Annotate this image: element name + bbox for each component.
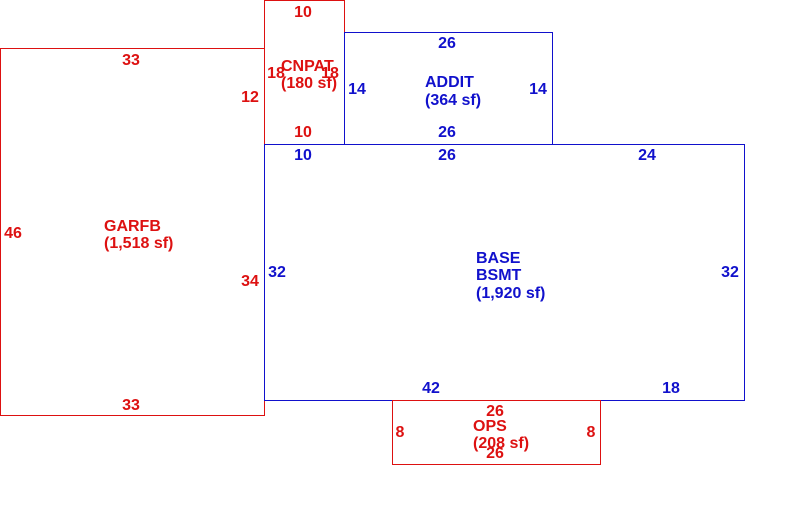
ops-top-dim: 26: [486, 403, 504, 420]
addit-area: (364 sf): [425, 92, 481, 109]
ops-code: OPS: [473, 418, 507, 435]
garfb-code: GARFB: [104, 218, 161, 235]
base-area: (1,920 sf): [476, 285, 545, 302]
base-left-dim: 32: [268, 264, 286, 281]
garfb-bottom-dim: 33: [122, 397, 140, 414]
base-top-right-dim: 24: [638, 147, 656, 164]
addit-code: ADDIT: [425, 74, 474, 91]
ops-area: (208 sf): [473, 435, 529, 452]
cnpat-area: (180 sf): [281, 75, 337, 92]
garfb-area: (1,518 sf): [104, 235, 173, 252]
addit-top-dim: 26: [438, 35, 456, 52]
garfb-right-dim: 34: [241, 273, 259, 290]
cnpat-top-dim: 10: [294, 4, 312, 21]
base-bottom-left-dim: 42: [422, 380, 440, 397]
cnpat-bottom-dim: 10: [294, 124, 312, 141]
ops-outline: [392, 400, 601, 465]
base-code-2: BSMT: [476, 267, 522, 284]
cnpat-code: CNPAT: [281, 58, 334, 75]
base-top-left-dim: 10: [294, 147, 312, 164]
cnpat-left-dim: 18: [267, 65, 285, 82]
base-top-mid-dim: 26: [438, 147, 456, 164]
garfb-top-dim: 33: [122, 52, 140, 69]
garfb-step-dim: 12: [241, 89, 259, 106]
cnpat-right-dim: 18: [321, 65, 339, 82]
ops-right-dim: 8: [587, 424, 596, 441]
addit-bottom-dim: 26: [438, 124, 456, 141]
base-code: BASE: [476, 250, 521, 267]
addit-left-dim: 14: [348, 81, 366, 98]
base-bottom-right-dim: 18: [662, 380, 680, 397]
garfb-left-dim: 46: [4, 225, 22, 242]
addit-right-dim: 14: [529, 81, 547, 98]
ops-left-dim: 8: [396, 424, 405, 441]
ops-bottom-dim: 26: [486, 445, 504, 462]
base-right-dim: 32: [721, 264, 739, 281]
